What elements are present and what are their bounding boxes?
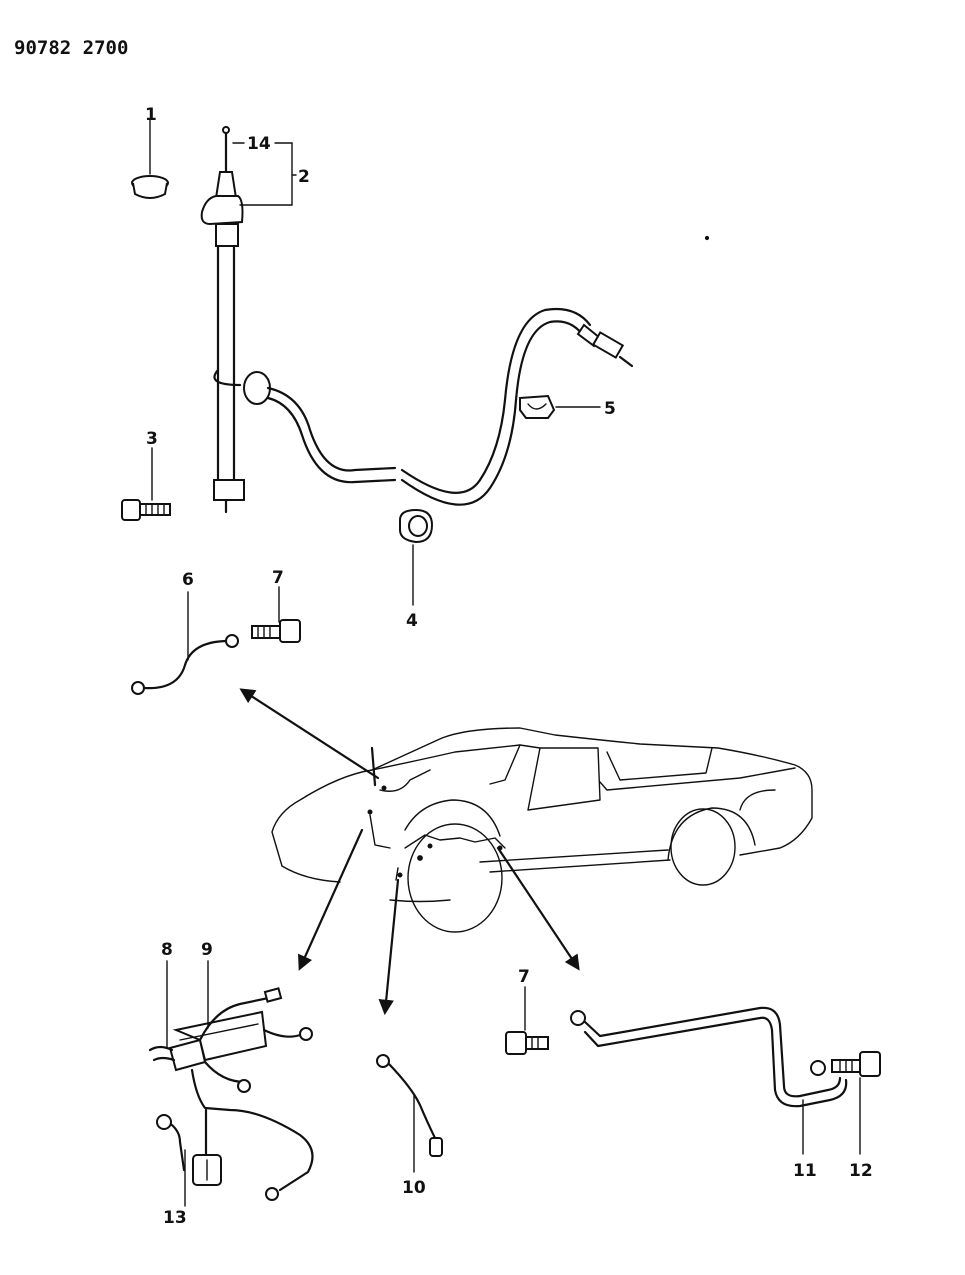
arrow-to-part-10: [378, 878, 400, 1016]
vehicle-outline: [271, 727, 813, 933]
callout-12: 12: [849, 1161, 873, 1181]
arrow-to-part-8-9: [298, 828, 364, 971]
part-4-grommet: [399, 508, 434, 606]
part-6-ground-strap: [131, 591, 239, 695]
part-1-grommet-cap: [131, 119, 169, 199]
callout-1: 1: [145, 105, 157, 125]
speck: [704, 235, 710, 241]
part-7-bolt-lower: [505, 986, 549, 1055]
callout-7-lower: 7: [518, 967, 530, 987]
diagram-part-number: 90782 2700: [14, 37, 128, 59]
callout-13: 13: [163, 1208, 187, 1228]
callout-10: 10: [402, 1178, 426, 1198]
callout-2: 2: [298, 167, 310, 187]
callout-11: 11: [793, 1161, 817, 1181]
part-12-bolt: [831, 1051, 881, 1155]
arrow-to-part-6: [239, 688, 380, 780]
callout-3: 3: [146, 429, 158, 449]
callout-4: 4: [406, 611, 418, 631]
callout-9: 9: [201, 940, 213, 960]
antenna-feeder-cable: [213, 307, 634, 506]
callout-6: 6: [182, 570, 194, 590]
part-2-antenna-assembly: [200, 126, 297, 514]
arrow-to-part-11: [496, 846, 580, 971]
part-3-bolt: [121, 447, 171, 521]
callout-8: 8: [161, 940, 173, 960]
callout-7-upper: 7: [272, 568, 284, 588]
part-8-9-noise-filter-harness: [148, 960, 314, 1201]
callout-5: 5: [604, 399, 616, 419]
part-7-bolt-upper: [251, 586, 301, 643]
part-11-ground-strap: [570, 1006, 848, 1155]
part-10-ground-strap: [376, 1054, 443, 1173]
part-5-cable-clip: [519, 394, 601, 419]
callout-14: 14: [247, 134, 271, 154]
